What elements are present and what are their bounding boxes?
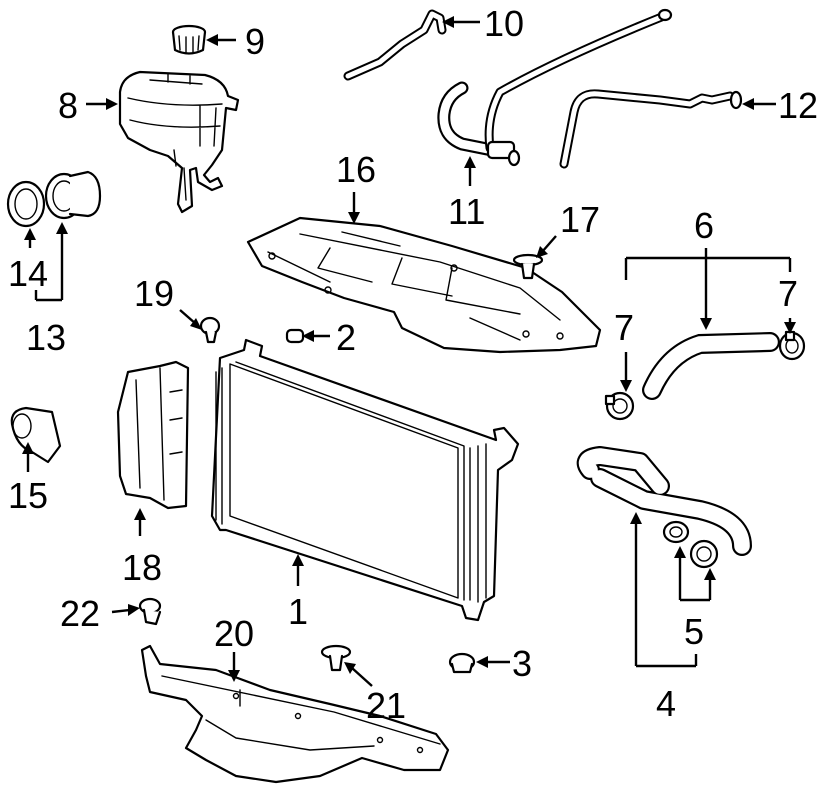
part-4-radiator-hose[interactable] [576,446,752,556]
part-6-radiator-hose[interactable] [642,332,780,400]
part-11-heater-hose[interactable] [437,8,673,167]
callout-17: 17 [560,199,600,240]
part-12-overflow-tube[interactable] [559,89,743,169]
callout-18: 18 [122,547,162,588]
callout-22: 22 [60,593,100,634]
callout-12: 12 [778,85,818,126]
part-7-clamp-left[interactable] [604,391,635,421]
callout-11: 11 [448,191,485,232]
callout-6: 6 [694,205,714,246]
leader-lines [22,16,796,687]
part-19-clip[interactable] [199,316,221,344]
callout-9: 9 [245,21,265,62]
part-16-air-baffle[interactable] [246,216,602,354]
callout-1: 1 [288,591,308,632]
callout-2: 2 [336,317,356,358]
part-20-lower-baffle[interactable] [140,644,450,784]
part-9-reservoir-cap[interactable] [171,24,207,55]
callout-10: 10 [484,3,524,44]
callout-14: 14 [8,253,48,294]
callout-7-right: 7 [778,273,798,314]
part-22-retainer[interactable] [138,597,162,626]
part-5-clamp-b[interactable] [689,539,719,569]
callout-13: 13 [26,317,66,358]
part-13-thermostat[interactable] [44,170,102,220]
part-10-bypass-hose[interactable] [343,9,447,81]
callout-8: 8 [58,85,78,126]
part-17-push-pin[interactable] [512,253,544,280]
part-1-radiator[interactable] [210,338,520,622]
part-7-clamp-right[interactable] [778,330,806,361]
callout-21: 21 [366,685,406,726]
part-8-coolant-reservoir[interactable] [118,70,240,214]
part-21-push-pin[interactable] [320,644,352,672]
callout-4: 4 [656,683,676,724]
part-18-side-shield[interactable] [116,360,190,510]
part-15-water-outlet[interactable] [10,406,62,464]
part-5-clamp-a[interactable] [662,520,690,544]
callout-5: 5 [684,611,704,652]
part-14-gasket[interactable] [6,180,46,228]
callout-7-left: 7 [614,307,634,348]
part-2-bushing[interactable] [285,328,305,344]
callout-16: 16 [336,149,376,190]
callout-20: 20 [214,613,254,654]
callout-15: 15 [8,475,48,516]
part-3-plug[interactable] [448,652,476,674]
callout-19: 19 [134,273,174,314]
callout-labels: 9 10 8 12 11 16 17 6 7 7 14 13 19 2 15 1… [8,3,818,726]
callout-3: 3 [512,643,532,684]
